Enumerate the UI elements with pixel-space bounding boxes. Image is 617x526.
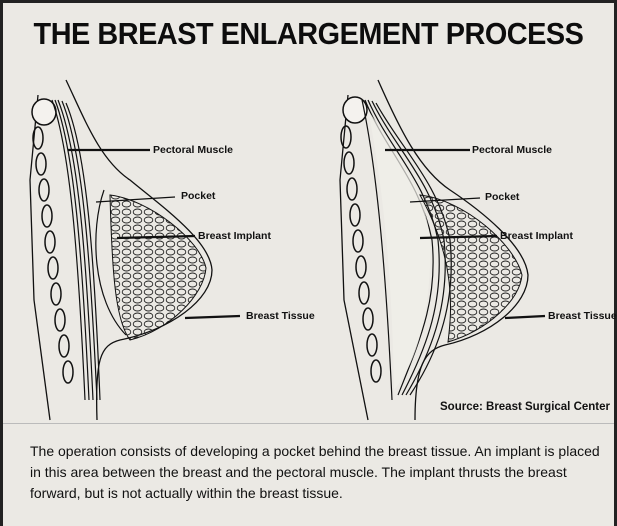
- right-diagram: Pectoral Muscle Pocket Breast Implant Br…: [340, 80, 617, 420]
- left-label-pectoral-muscle: Pectoral Muscle: [153, 144, 233, 156]
- left-label-breast-implant: Breast Implant: [198, 230, 271, 242]
- right-breast-tissue: [420, 195, 522, 342]
- right-label-breast-implant: Breast Implant: [500, 230, 573, 242]
- left-diagram: Pectoral Muscle Pocket Breast Implant Br…: [30, 80, 315, 420]
- source-credit: Source: Breast Surgical Center: [440, 401, 610, 413]
- figure-caption: The operation consists of developing a p…: [30, 441, 610, 504]
- right-label-pectoral-muscle: Pectoral Muscle: [472, 144, 552, 156]
- right-label-pocket: Pocket: [485, 191, 520, 203]
- section-divider: [3, 423, 614, 424]
- left-label-breast-tissue: Breast Tissue: [246, 310, 315, 322]
- right-label-breast-tissue: Breast Tissue: [548, 310, 617, 322]
- left-label-pocket: Pocket: [181, 190, 216, 202]
- left-pectoral-muscle: [52, 100, 100, 400]
